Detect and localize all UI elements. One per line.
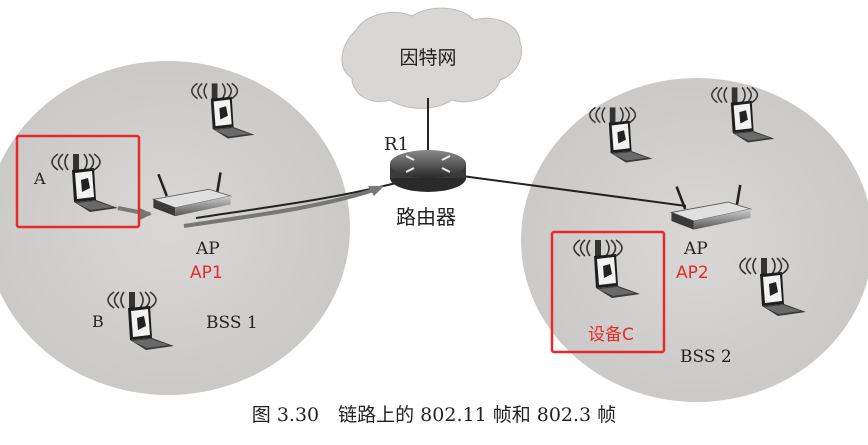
router-label: 路由器: [396, 205, 456, 229]
device-a-label: A: [33, 169, 46, 188]
router-icon: [390, 150, 466, 192]
device-b-label: B: [92, 312, 104, 331]
bss2-area: [521, 78, 868, 402]
bss1-area: [0, 61, 350, 395]
bss1-label: BSS 1: [206, 313, 258, 333]
ap1-label: AP: [195, 239, 220, 259]
frame-arrowhead: [368, 186, 384, 196]
ap1-note: AP1: [190, 263, 223, 283]
cloud-label: 因特网: [399, 47, 456, 69]
ap2-note: AP2: [676, 263, 709, 283]
ap2-label: AP: [683, 239, 708, 259]
bss2-label: BSS 2: [680, 347, 732, 367]
device-c-label: 设备C: [588, 325, 634, 345]
internet-cloud: [341, 7, 522, 109]
device-c-highlight: [550, 230, 666, 354]
frame-arrowhead-a: [140, 208, 152, 220]
router-ap2-link: [461, 175, 687, 207]
router-name: R1: [384, 134, 409, 155]
figure-caption: 图 3.30 链路上的 802.11 帧和 802.3 帧: [252, 404, 616, 426]
device-a-highlight: [15, 134, 141, 229]
frame-path-ap-to-router: [183, 186, 381, 228]
